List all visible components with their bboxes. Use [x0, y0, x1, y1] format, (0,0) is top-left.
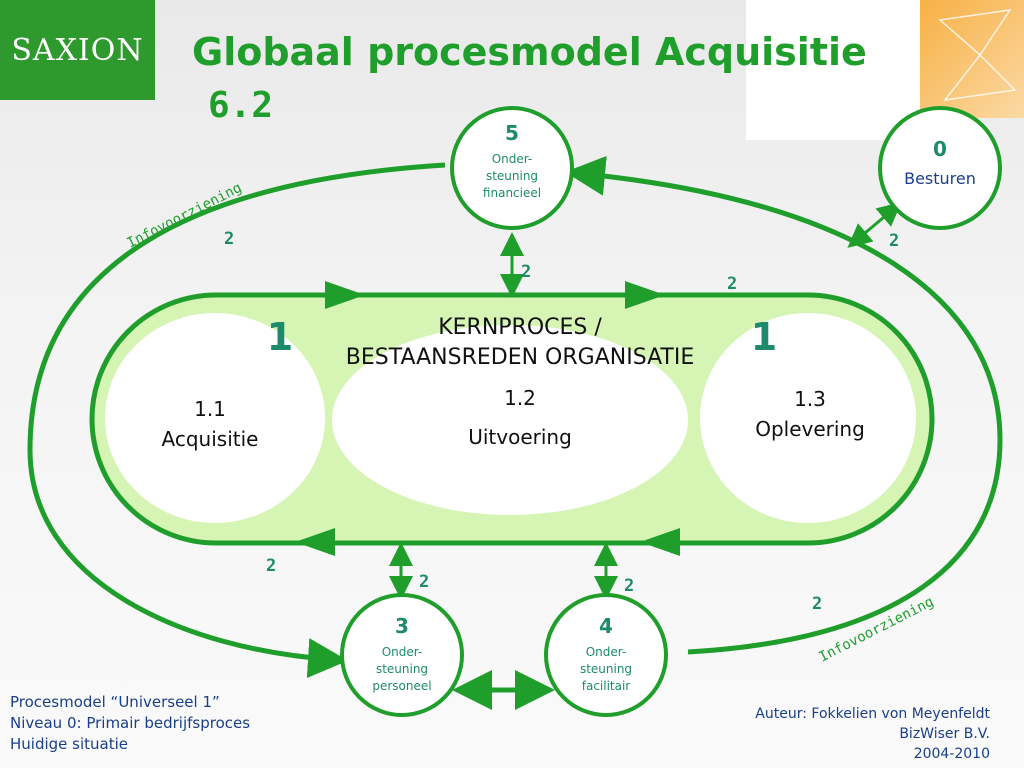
uitvoering-number: 1.2 [504, 386, 536, 410]
node-3-number: 3 [395, 614, 409, 638]
flow-arrow-top-2 [625, 281, 665, 309]
node-5-line1: Onder- [491, 152, 533, 166]
kernproces-title: KERNPROCES / BESTAANSREDEN ORGANISATIE [300, 313, 740, 373]
flow-label-2-node0: 2 [889, 231, 899, 251]
node-5-line3: financieel [482, 186, 542, 200]
node-4-line2: steuning [579, 662, 633, 676]
acquisitie-oval [105, 313, 325, 523]
page-title: Globaal procesmodel Acquisitie [192, 30, 867, 74]
uitvoering-oval [332, 325, 688, 515]
logo-text: SAXION [11, 32, 144, 68]
oplevering-name: Oplevering [755, 417, 865, 441]
node-0-name: Besturen [904, 169, 976, 188]
kernproces-title-line1: KERNPROCES / [438, 315, 602, 340]
footer-right-line2: BizWiser B.V. [899, 726, 990, 742]
node-3-line3: personeel [372, 679, 432, 693]
flow-label-2-info-top: 2 [224, 229, 234, 249]
oplevering-number: 1.3 [794, 387, 826, 411]
footer-right-line3: 2004-2010 [913, 746, 990, 762]
node-3-line1: Onder- [381, 645, 423, 659]
node-3-label: 3 Onder- steuning personeel [352, 614, 452, 695]
oplevering-oval [700, 313, 916, 523]
node-4-circle [544, 593, 668, 717]
footer-right-line1: Auteur: Fokkelien von Meyenfeldt [755, 706, 990, 722]
flow-label-2-bottom-left: 2 [266, 556, 276, 576]
header-panel [746, 0, 920, 140]
outer-loop-right [565, 155, 1003, 655]
footer-left-line3: Huidige situatie [10, 735, 129, 753]
flow-arrow-bottom-2 [295, 528, 335, 556]
flow-arrow-top-1 [325, 281, 365, 309]
kernproces-number-right: 1 [750, 315, 778, 359]
node-4-number: 4 [599, 614, 613, 638]
node-4-line3: facilitair [581, 679, 631, 693]
saxion-logo: SAXION [0, 0, 155, 100]
oplevering-label: 1.3 Oplevering [730, 384, 890, 444]
footer-left-line2: Niveau 0: Primair bedrijfsproces [10, 714, 251, 732]
node-0-label: 0 Besturen [890, 137, 990, 188]
node-5-label: 5 Onder- steuning financieel [462, 121, 562, 202]
node-4-label: 4 Onder- steuning facilitair [556, 614, 656, 695]
node-4-line1: Onder- [585, 645, 627, 659]
connector-0-loop [847, 202, 902, 248]
pyramid-icon [938, 9, 1017, 102]
node-3-line2: steuning [375, 662, 429, 676]
flow-label-2-top-right: 2 [727, 274, 737, 294]
footer-right: Auteur: Fokkelien von Meyenfeldt BizWise… [755, 704, 990, 764]
kernproces-number-left: 1 [266, 315, 294, 359]
acquisitie-label: 1.1 Acquisitie [140, 394, 280, 454]
node-0-circle [878, 106, 1002, 230]
acquisitie-number: 1.1 [194, 397, 226, 421]
flow-label-2-node3: 2 [419, 572, 429, 592]
node-0-number: 0 [933, 137, 947, 161]
footer-left-line1: Procesmodel “Universeel 1” [10, 693, 220, 711]
kernproces-title-line2: BESTAANSREDEN ORGANISATIE [345, 345, 695, 370]
node-5-circle [450, 106, 574, 230]
flow-label-2-info-bottom: 2 [812, 594, 822, 614]
flow-label-2-node4: 2 [624, 576, 634, 596]
page-subtitle: 6.2 [208, 85, 274, 126]
acquisitie-name: Acquisitie [161, 427, 259, 451]
node-5-number: 5 [505, 121, 519, 145]
footer-left: Procesmodel “Universeel 1” Niveau 0: Pri… [10, 692, 250, 755]
flow-label-2-node5: 2 [521, 262, 531, 282]
flow-arrow-bottom-1 [640, 528, 680, 556]
node-3-circle [340, 593, 464, 717]
node-5-line2: steuning [485, 169, 539, 183]
uitvoering-name: Uitvoering [468, 425, 572, 449]
decorative-corner-graphic [920, 0, 1024, 118]
outer-loop-left [27, 162, 446, 679]
